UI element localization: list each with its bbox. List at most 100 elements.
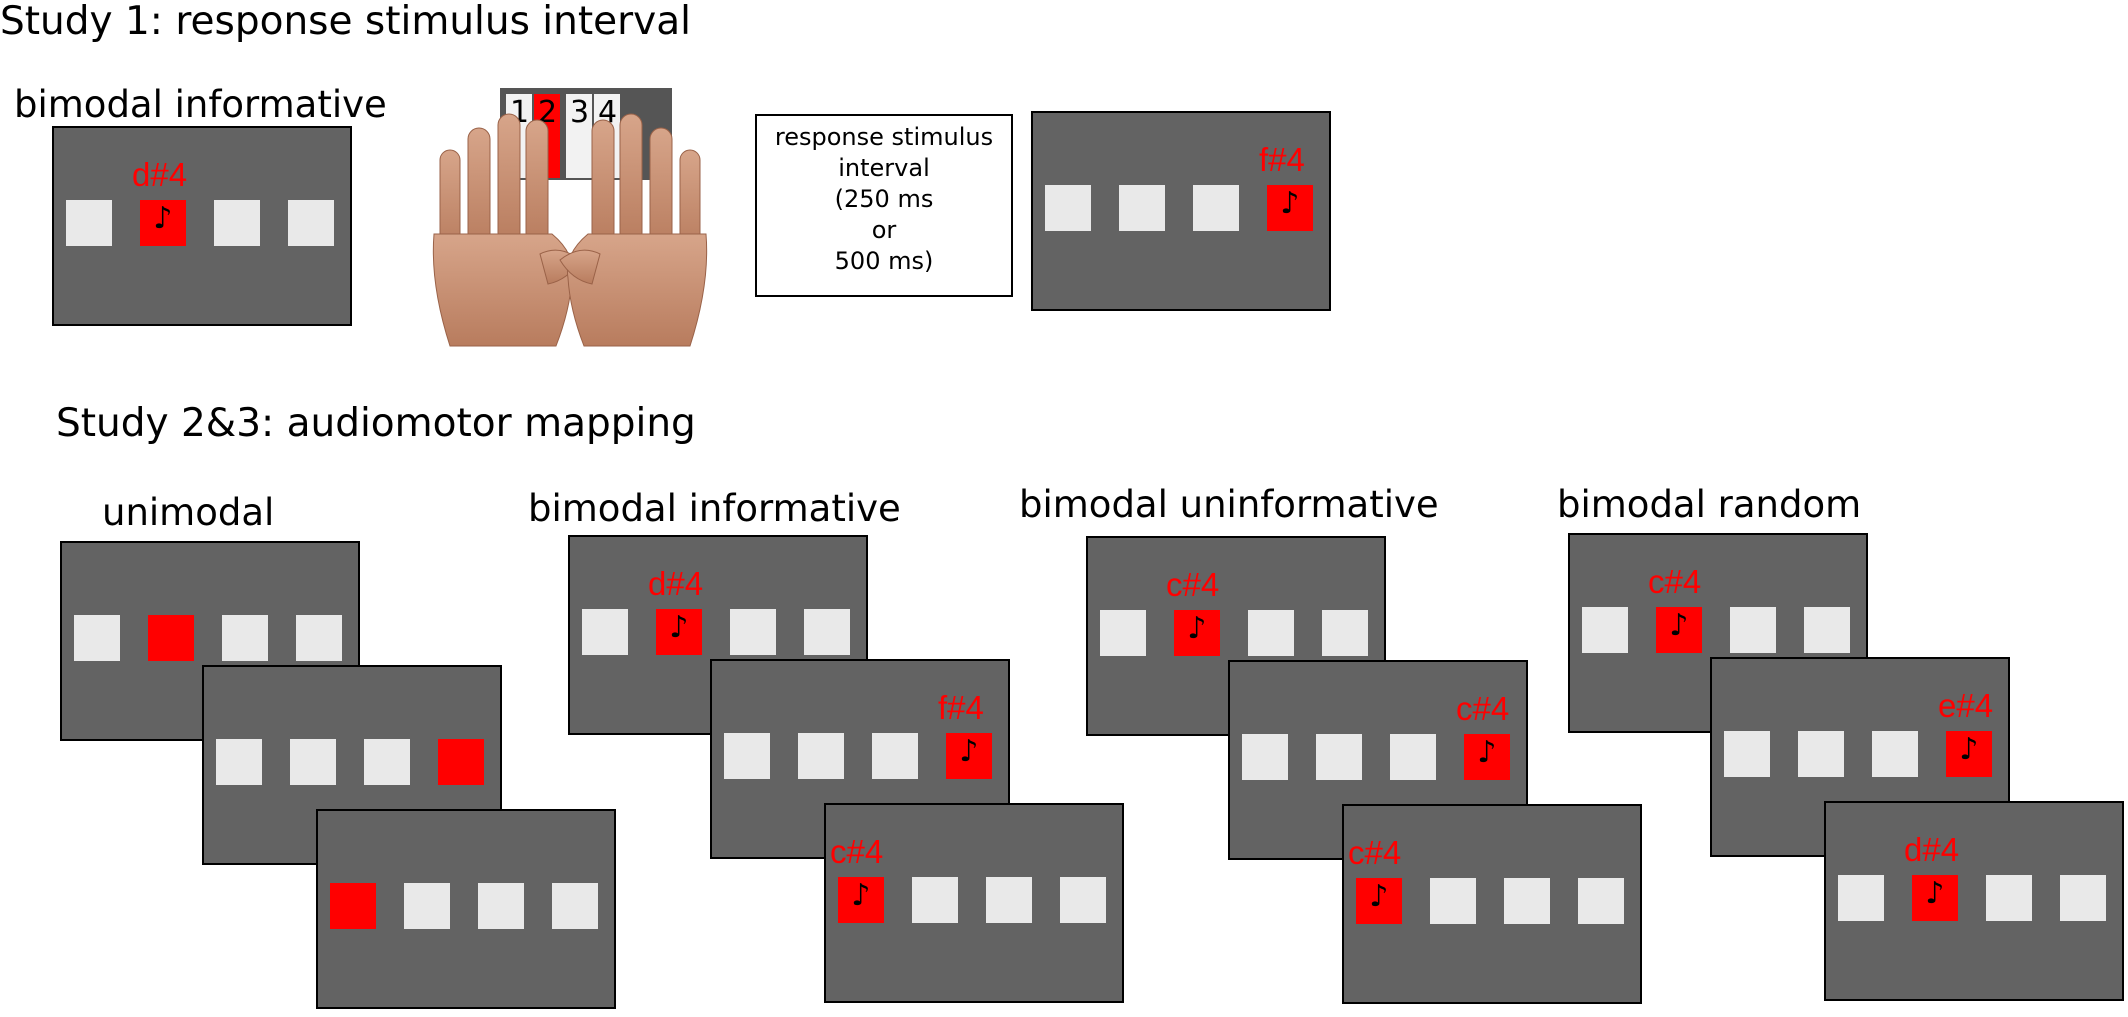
condition-label-bimodal-random: bimodal random bbox=[1557, 483, 1862, 526]
response-square bbox=[582, 609, 628, 655]
target-square: ♪ bbox=[1946, 731, 1992, 777]
eighth-note-icon: ♪ bbox=[959, 734, 979, 769]
response-square bbox=[804, 609, 850, 655]
target-square bbox=[438, 739, 484, 785]
pitch-label: e#4 bbox=[1938, 687, 1994, 724]
hands-on-keyboard-icon: 1 2 3 4 bbox=[432, 88, 708, 347]
response-square bbox=[872, 733, 918, 779]
response-square bbox=[404, 883, 450, 929]
response-stimulus-interval-box: response stimulus interval (250 ms or 50… bbox=[755, 114, 1013, 297]
target-square: ♪ bbox=[1174, 610, 1220, 656]
response-square bbox=[288, 200, 334, 246]
pitch-label: f#4 bbox=[938, 689, 984, 726]
response-square bbox=[1242, 734, 1288, 780]
response-square bbox=[478, 883, 524, 929]
study1-condition-label: bimodal informative bbox=[14, 83, 387, 126]
eighth-note-icon: ♪ bbox=[1477, 735, 1497, 770]
pitch-label: f#4 bbox=[1259, 141, 1305, 178]
eighth-note-icon: ♪ bbox=[1280, 186, 1300, 221]
eighth-note-icon: ♪ bbox=[669, 610, 689, 645]
pitch-label: c#4 bbox=[1166, 566, 1220, 603]
rsi-line-2: interval bbox=[838, 154, 930, 182]
response-square bbox=[1504, 878, 1550, 924]
stimulus-screen bbox=[316, 809, 616, 1009]
rsi-line-3: (250 ms bbox=[834, 185, 934, 213]
response-square bbox=[216, 739, 262, 785]
response-square bbox=[1872, 731, 1918, 777]
response-square bbox=[1045, 185, 1091, 231]
study23-title: Study 2&3: audiomotor mapping bbox=[56, 401, 696, 446]
pitch-label: d#4 bbox=[132, 156, 188, 193]
response-square bbox=[1390, 734, 1436, 780]
response-square bbox=[986, 877, 1032, 923]
stimulus-screen: ♪ c#4 bbox=[1568, 533, 1868, 733]
response-square bbox=[1119, 185, 1165, 231]
stimulus-screen-before: ♪ d#4 bbox=[52, 126, 352, 326]
response-square bbox=[1316, 734, 1362, 780]
condition-label-bimodal-informative: bimodal informative bbox=[528, 487, 901, 530]
response-square bbox=[552, 883, 598, 929]
target-square: ♪ bbox=[1912, 875, 1958, 921]
condition-label-unimodal: unimodal bbox=[102, 491, 275, 534]
stimulus-screen: ♪ d#4 bbox=[1824, 801, 2124, 1001]
response-square bbox=[798, 733, 844, 779]
rsi-line-5: 500 ms) bbox=[834, 247, 934, 275]
response-square bbox=[1838, 875, 1884, 921]
condition-label-bimodal-uninformative: bimodal uninformative bbox=[1019, 483, 1439, 526]
response-square bbox=[724, 733, 770, 779]
target-square: ♪ bbox=[946, 733, 992, 779]
study1-title: Study 1: response stimulus interval bbox=[0, 0, 691, 44]
target-square: ♪ bbox=[1656, 607, 1702, 653]
target-square: ♪ bbox=[656, 609, 702, 655]
target-square bbox=[330, 883, 376, 929]
pitch-label: c#4 bbox=[1348, 834, 1402, 871]
stimulus-screen: ♪ c#4 bbox=[1342, 804, 1642, 1004]
response-square bbox=[1724, 731, 1770, 777]
response-square bbox=[214, 200, 260, 246]
pitch-label: c#4 bbox=[830, 833, 884, 870]
rsi-line-4: or bbox=[871, 216, 897, 244]
target-square: ♪ bbox=[140, 200, 186, 246]
response-square bbox=[74, 615, 120, 661]
eighth-note-icon: ♪ bbox=[1369, 879, 1389, 914]
response-square bbox=[1798, 731, 1844, 777]
response-square bbox=[730, 609, 776, 655]
response-square bbox=[2060, 875, 2106, 921]
response-square bbox=[1804, 607, 1850, 653]
pitch-label: c#4 bbox=[1648, 563, 1702, 600]
response-square bbox=[222, 615, 268, 661]
response-square bbox=[1582, 607, 1628, 653]
response-square bbox=[1730, 607, 1776, 653]
stimulus-screen: ♪ c#4 bbox=[824, 803, 1124, 1003]
target-square: ♪ bbox=[1267, 185, 1313, 231]
eighth-note-icon: ♪ bbox=[1959, 732, 1979, 767]
target-square: ♪ bbox=[1356, 878, 1402, 924]
eighth-note-icon: ♪ bbox=[153, 201, 173, 236]
pitch-label: c#4 bbox=[1456, 690, 1510, 727]
response-square bbox=[66, 200, 112, 246]
eighth-note-icon: ♪ bbox=[1925, 876, 1945, 911]
target-square bbox=[148, 615, 194, 661]
response-square bbox=[296, 615, 342, 661]
response-square bbox=[1193, 185, 1239, 231]
rsi-line-1: response stimulus bbox=[774, 123, 994, 151]
response-square bbox=[1060, 877, 1106, 923]
eighth-note-icon: ♪ bbox=[851, 878, 871, 913]
target-square: ♪ bbox=[838, 877, 884, 923]
response-square bbox=[1430, 878, 1476, 924]
response-square bbox=[1578, 878, 1624, 924]
response-square bbox=[290, 739, 336, 785]
target-square: ♪ bbox=[1464, 734, 1510, 780]
stimulus-screen-after: ♪ f#4 bbox=[1031, 111, 1331, 311]
pitch-label: d#4 bbox=[1904, 831, 1960, 868]
eighth-note-icon: ♪ bbox=[1669, 608, 1689, 643]
response-square bbox=[912, 877, 958, 923]
response-square bbox=[1322, 610, 1368, 656]
response-square bbox=[364, 739, 410, 785]
response-square bbox=[1248, 610, 1294, 656]
response-square bbox=[1100, 610, 1146, 656]
pitch-label: d#4 bbox=[648, 565, 704, 602]
response-square bbox=[1986, 875, 2032, 921]
eighth-note-icon: ♪ bbox=[1187, 611, 1207, 646]
key-label-3: 3 bbox=[570, 95, 589, 130]
